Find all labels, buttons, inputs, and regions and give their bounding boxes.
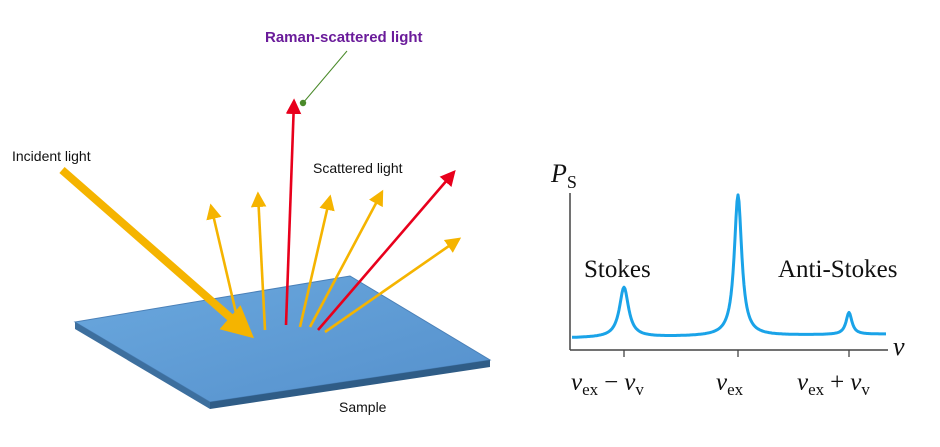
raman-scattered-light-label: Raman-scattered light bbox=[265, 29, 423, 46]
incident-light-arrow bbox=[59, 166, 255, 339]
anti-stokes-label: Anti-Stokes bbox=[778, 256, 897, 283]
scattered-light-arrows bbox=[206, 189, 462, 334]
sample-label: Sample bbox=[339, 399, 387, 415]
tick-label-center: νex bbox=[716, 369, 744, 399]
tick-label-anti-stokes: νex+νv bbox=[797, 369, 870, 399]
sample-plate bbox=[73, 275, 492, 409]
scattered-light-label: Scattered light bbox=[313, 160, 403, 176]
raman-scattered-arrows bbox=[284, 98, 456, 331]
y-axis-label: PS bbox=[550, 159, 577, 192]
stokes-label: Stokes bbox=[584, 256, 651, 283]
spectrum-plot: PS ν Stokes Anti-Stokes νex−νv νex νex+ν… bbox=[550, 159, 905, 399]
incident-light-label: Incident light bbox=[12, 148, 91, 164]
raman-label-pointer bbox=[299, 50, 348, 107]
x-axis-label: ν bbox=[893, 332, 905, 361]
spectrum-curve bbox=[571, 193, 887, 339]
tick-label-stokes: νex−νv bbox=[571, 369, 644, 399]
